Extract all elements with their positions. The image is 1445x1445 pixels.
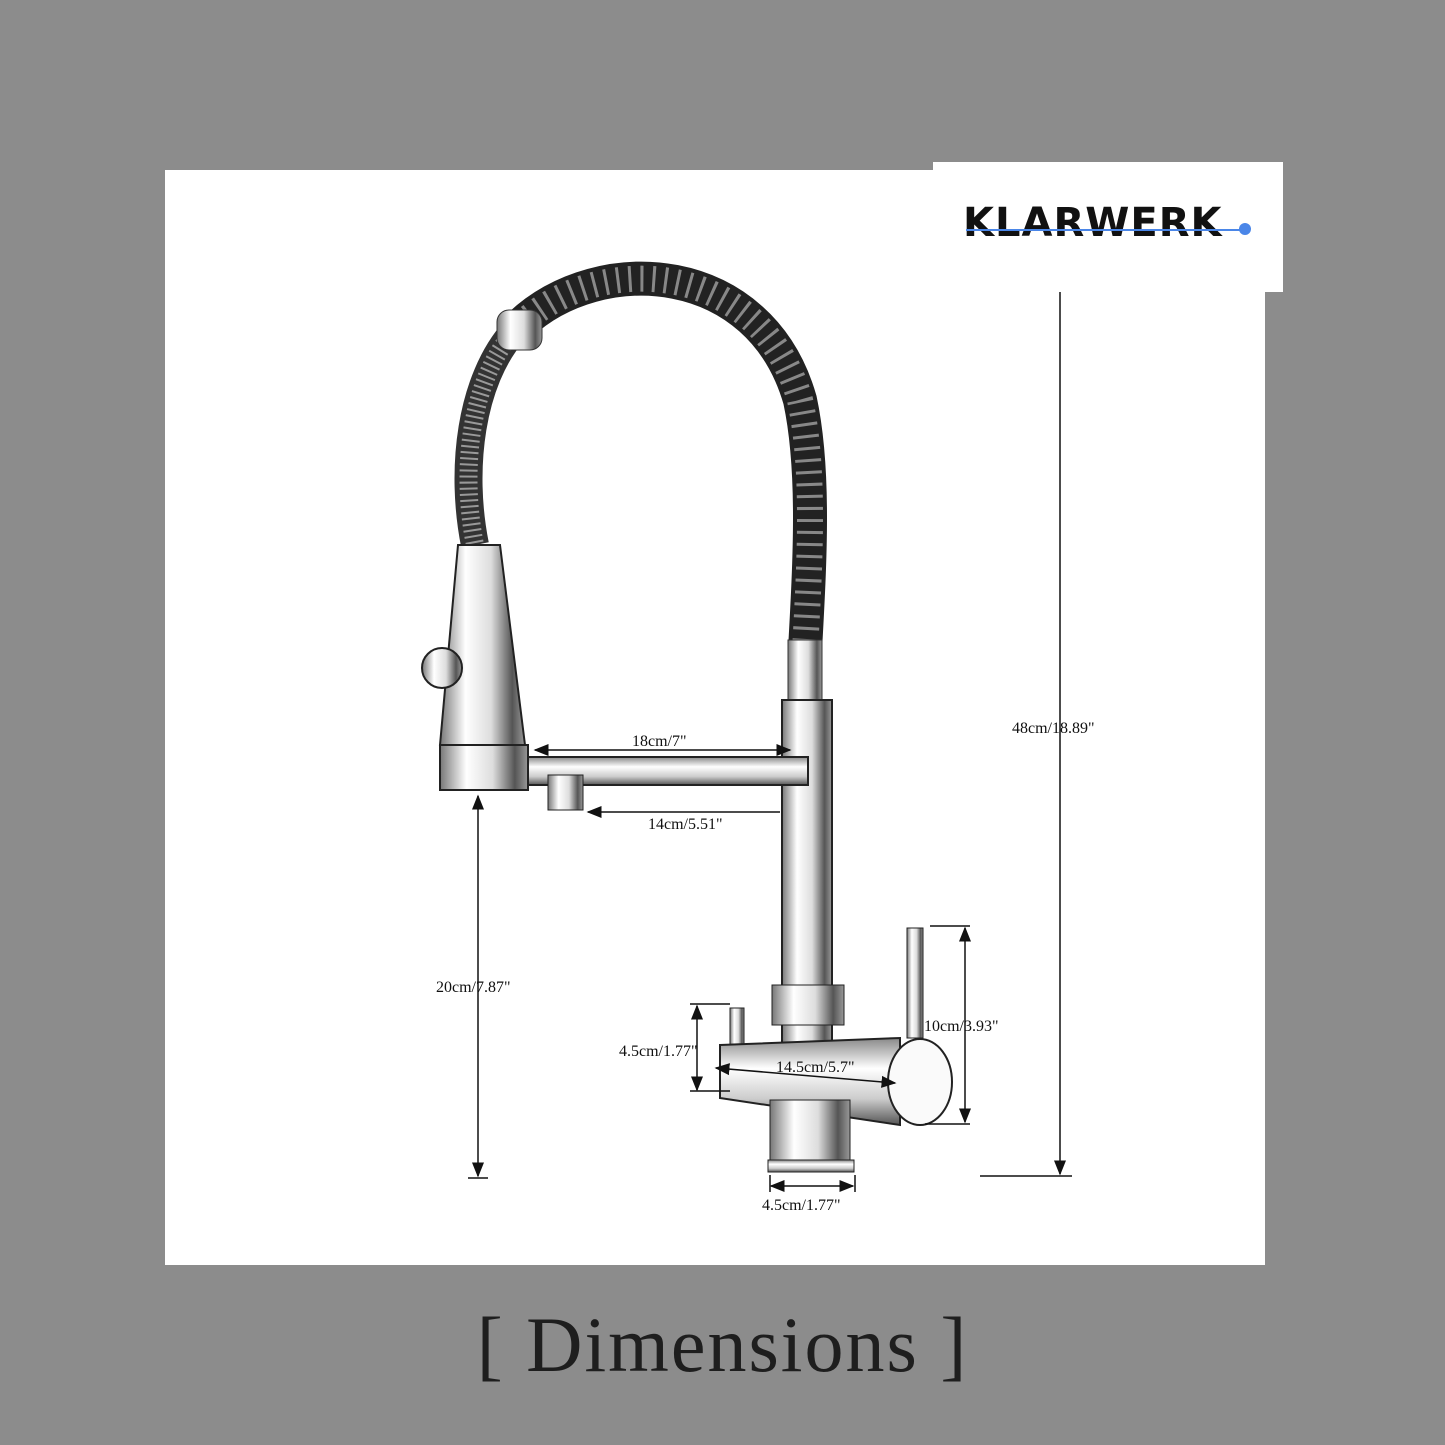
page-title: [ Dimensions ]: [476, 1301, 969, 1388]
faucet-illustration: [421, 261, 953, 1173]
small-lever-height-label: 4.5cm/1.77": [619, 1043, 698, 1060]
spout-reach-label: 18cm/7": [632, 733, 687, 750]
dimension-lines: [468, 292, 1072, 1192]
total-height-label: 48cm/18.89": [1012, 720, 1095, 737]
logo-text: KLARWERK: [963, 200, 1223, 246]
base-diameter-label: 4.5cm/1.77": [762, 1197, 841, 1214]
brand-logo: KLARWERK: [933, 162, 1283, 292]
arm-length-label: 14cm/5.51": [648, 816, 723, 833]
logo-dot: [1239, 223, 1251, 235]
spout-clearance-label: 20cm/7.87": [436, 979, 511, 996]
logo-underline: [966, 229, 1244, 231]
body-width-label: 14.5cm/5.7": [776, 1059, 855, 1076]
lever-height-label: 10cm/3.93": [924, 1018, 999, 1035]
